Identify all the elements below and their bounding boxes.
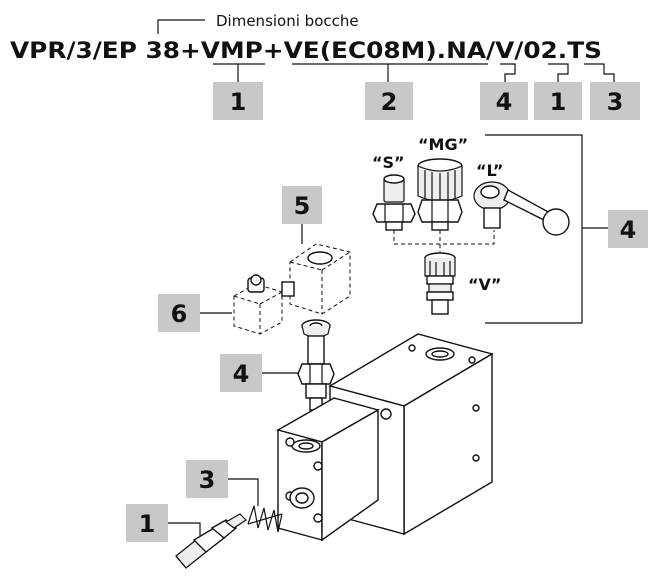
caption-leader bbox=[157, 19, 205, 34]
code-callout-4: 4 bbox=[480, 82, 528, 120]
part-callout-cartridge: 4 bbox=[220, 354, 262, 392]
code-callout-2: 2 bbox=[365, 82, 413, 120]
code-callout-1: 1 bbox=[213, 82, 263, 120]
svg-text:1: 1 bbox=[230, 88, 247, 116]
spring-leader bbox=[228, 478, 259, 506]
electrical-connector bbox=[233, 274, 283, 335]
svg-text:1: 1 bbox=[139, 510, 156, 538]
order-code: VPR/3/EP 38+VMP+VE(EC08M).NA/V/02.TS bbox=[10, 39, 602, 64]
spring bbox=[247, 505, 283, 533]
code-callout-1b: 1 bbox=[534, 82, 582, 120]
variant-l-lever bbox=[473, 181, 570, 236]
svg-text:4: 4 bbox=[620, 216, 637, 244]
svg-text:2: 2 bbox=[381, 88, 398, 116]
part-callout-spring: 3 bbox=[186, 460, 228, 498]
svg-text:3: 3 bbox=[199, 466, 216, 494]
plug-leader bbox=[168, 522, 201, 536]
variant-label-s: “S” bbox=[372, 153, 405, 172]
svg-text:1: 1 bbox=[550, 88, 567, 116]
part-callout-coil: 5 bbox=[282, 186, 322, 224]
variant-v-cartridge bbox=[424, 252, 456, 315]
relief-plug bbox=[175, 513, 247, 569]
part-callout-variants: 4 bbox=[608, 210, 648, 248]
coil-solenoid bbox=[281, 243, 351, 315]
svg-text:4: 4 bbox=[496, 88, 513, 116]
ports-size-caption: Dimensioni bocche bbox=[216, 12, 359, 30]
variant-mg-knob bbox=[417, 158, 463, 231]
code-callout-3: 3 bbox=[590, 82, 640, 120]
svg-text:4: 4 bbox=[233, 360, 250, 388]
svg-text:3: 3 bbox=[607, 88, 624, 116]
svg-text:5: 5 bbox=[294, 192, 311, 220]
variant-s-screw bbox=[372, 174, 416, 231]
variants-bracket bbox=[485, 134, 608, 324]
svg-text:6: 6 bbox=[171, 300, 188, 328]
variants-dashed-link bbox=[393, 230, 495, 252]
variant-label-l: “L” bbox=[476, 161, 503, 180]
variant-label-mg: “MG” bbox=[418, 135, 468, 154]
code-underlines bbox=[213, 63, 615, 82]
solenoid-cartridge bbox=[297, 319, 335, 411]
part-callout-connector: 6 bbox=[158, 294, 200, 332]
valve-body-block bbox=[276, 333, 494, 542]
variant-label-v: “V” bbox=[468, 275, 501, 294]
part-callout-plug: 1 bbox=[126, 504, 168, 542]
